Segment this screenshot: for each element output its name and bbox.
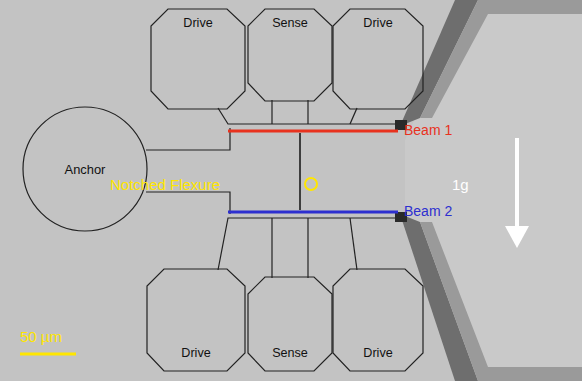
pad-neck (307, 218, 308, 278)
anchor-pad: Anchor (22, 106, 148, 232)
pad-label: Drive (150, 16, 246, 30)
scale-label: 50 µm (20, 328, 62, 345)
electrode-pad: Drive (146, 268, 246, 372)
electrode-pad: Sense (247, 8, 333, 102)
pad-outline-shape (151, 9, 245, 109)
pad-neck (271, 218, 272, 278)
pad-label: Drive (332, 16, 424, 30)
pad-outline-shape (333, 269, 423, 371)
pad-outline-shape (248, 9, 332, 101)
beam-1 (228, 130, 398, 133)
pad-neck (218, 108, 395, 124)
etch-shadow (420, 0, 582, 118)
electrode-pad: Drive (332, 268, 424, 372)
pad-neck (350, 218, 357, 270)
gravity-arrowhead (505, 226, 529, 248)
pad-label: Drive (332, 346, 424, 360)
electrode-pad: Drive (332, 8, 424, 110)
pad-outline-shape (248, 277, 332, 371)
pad-neck (218, 218, 395, 270)
flexure-label: Notched Flexure (110, 176, 220, 193)
anchor-stem (146, 128, 230, 150)
pad-neck (350, 108, 357, 124)
pad-outline-shape (333, 9, 423, 109)
scale-bar (20, 353, 76, 356)
pad-label: Anchor (22, 162, 148, 177)
pad-label: Sense (247, 346, 333, 360)
pad-neck (271, 100, 272, 124)
notch-marker (305, 178, 317, 190)
acceleration-label: 1g (452, 176, 469, 193)
electrode-pad: Sense (247, 276, 333, 372)
beam-2 (228, 211, 398, 214)
etch-shadow (420, 222, 582, 381)
anchor-outline (23, 107, 147, 231)
pad-neck (307, 100, 308, 124)
electrode-pad: Drive (150, 8, 246, 110)
beam-label: Beam 2 (404, 203, 452, 219)
gravity-arrow (515, 138, 519, 228)
coupling-beam (299, 133, 301, 210)
etch-shadow (400, 0, 478, 126)
anchor-stem (146, 192, 230, 214)
pad-label: Drive (146, 346, 246, 360)
etch-shadow (400, 214, 478, 381)
beam-label: Beam 1 (404, 122, 452, 138)
pad-label: Sense (247, 16, 333, 30)
pad-outline-shape (147, 269, 245, 371)
